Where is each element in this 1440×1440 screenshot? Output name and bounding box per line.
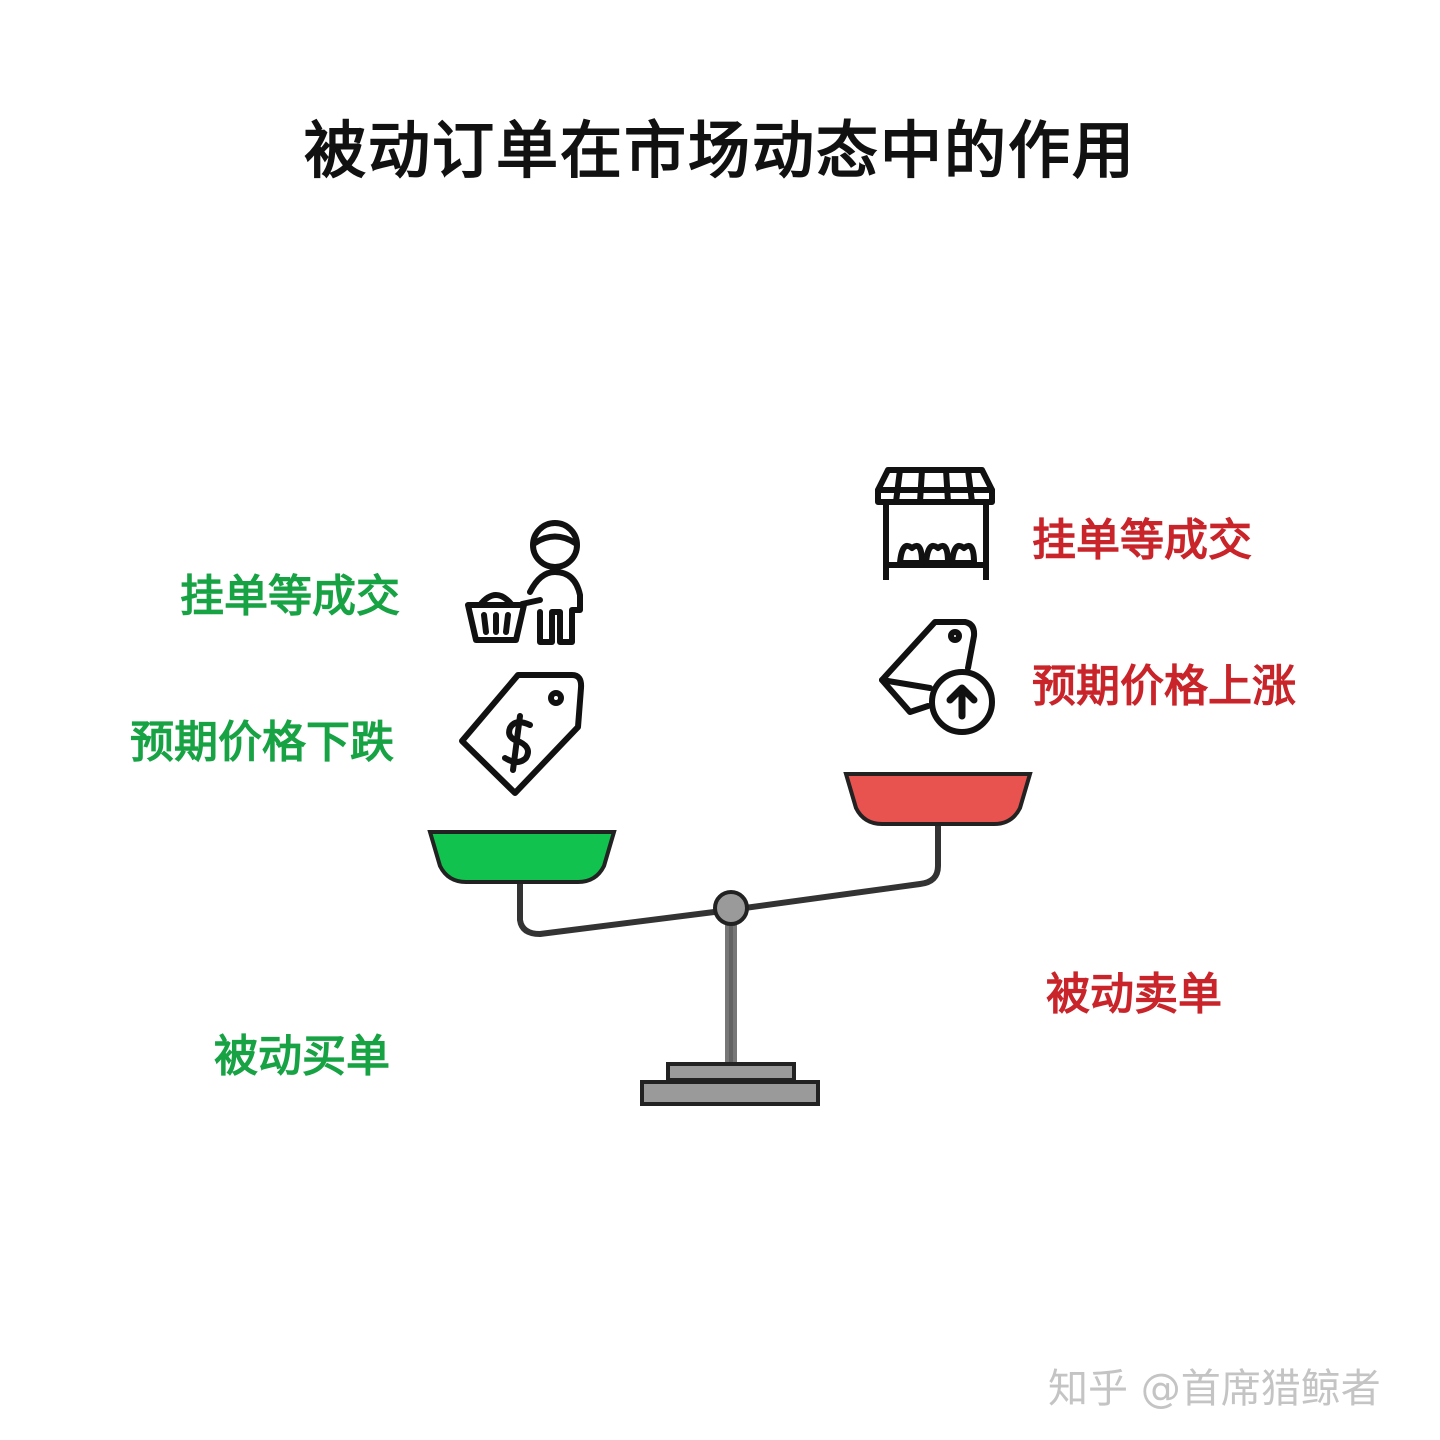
left-wait-label: 挂单等成交: [180, 571, 400, 622]
watermark: 知乎 @首席猎鲸者: [1048, 1366, 1381, 1412]
balance-scale: [517, 822, 941, 1106]
left-expect-label: 预期价格下跌: [130, 717, 394, 768]
passive-sell-label: 被动卖单: [1046, 969, 1222, 1020]
market-stall-icon: [875, 467, 995, 580]
price-tag-up-arrow-icon: [879, 619, 995, 735]
shopper-with-basket-icon: [465, 520, 583, 645]
right-wait-label: 挂单等成交: [1032, 515, 1252, 566]
passive-buy-label: 被动买单: [214, 1031, 390, 1082]
dollar-price-tag-icon: [459, 672, 585, 796]
buy-side-pan: [427, 830, 617, 884]
page-title: 被动订单在市场动态中的作用: [303, 114, 1136, 187]
sell-side-pan: [843, 772, 1033, 826]
right-expect-label: 预期价格上涨: [1032, 661, 1296, 712]
